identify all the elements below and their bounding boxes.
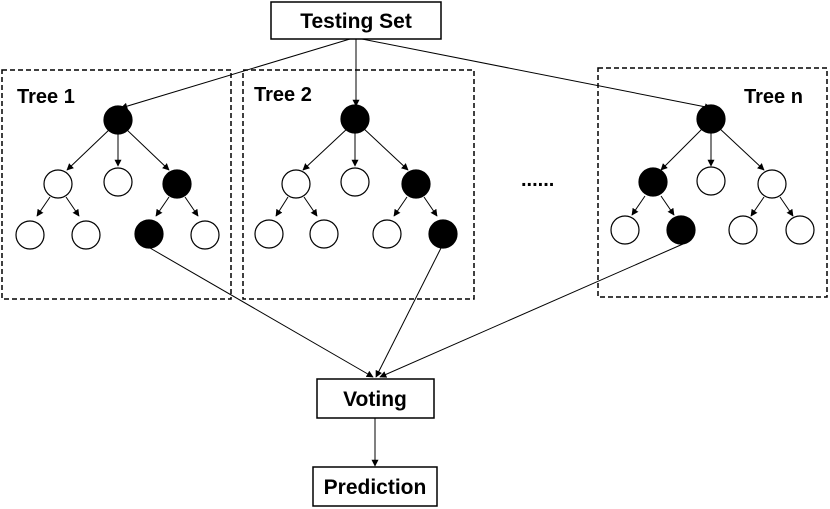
ellipsis: ...... [521,169,554,191]
tree-node [71,220,101,250]
tree-node [728,215,758,245]
prediction-box: Prediction [312,466,438,507]
tree-node [254,219,284,249]
tree-1-leaf-selected [134,219,164,249]
tree-node [190,220,220,250]
tree-n-root-node [696,104,726,134]
tree-2 [254,104,458,249]
tree-n [610,104,815,245]
voting-label: Voting [343,388,407,411]
tree-2-leaf-selected [428,219,458,249]
arrow-tree-2-to-voting [375,247,442,378]
tree-2-label: Tree 2 [254,84,312,106]
tree-n-label: Tree n [744,86,803,108]
tree-2-frame [242,69,475,300]
testing-set-box: Testing Set [270,1,442,40]
tree-node [610,215,640,245]
tree-node [757,169,787,199]
tree-1-label: Tree 1 [17,86,75,108]
tree-node [43,169,73,199]
tree-1-frame [1,69,232,300]
tree-node-selected [401,169,431,199]
tree-node [696,166,726,196]
testing-set-label: Testing Set [300,10,412,33]
arrow-to-tree-1 [120,38,351,110]
tree-node-selected [162,169,192,199]
arrow-tree-1-to-voting [149,247,374,378]
tree-n-frame [597,67,828,298]
tree-node [15,220,45,250]
tree-node [340,167,370,197]
tree-1 [15,105,220,250]
tree-node [785,215,815,245]
arrow-tree-n-to-voting [379,243,684,378]
voting-box: Voting [316,378,435,419]
tree-node [309,219,339,249]
tree-node [103,167,133,197]
arrow-to-tree-n [361,38,712,111]
tree-node [281,169,311,199]
tree-1-root-node [103,105,133,135]
prediction-label: Prediction [324,476,427,499]
tree-node [372,219,402,249]
tree-2-root-node [340,104,370,134]
tree-node-selected [638,167,668,197]
tree-n-leaf-selected [666,215,696,245]
